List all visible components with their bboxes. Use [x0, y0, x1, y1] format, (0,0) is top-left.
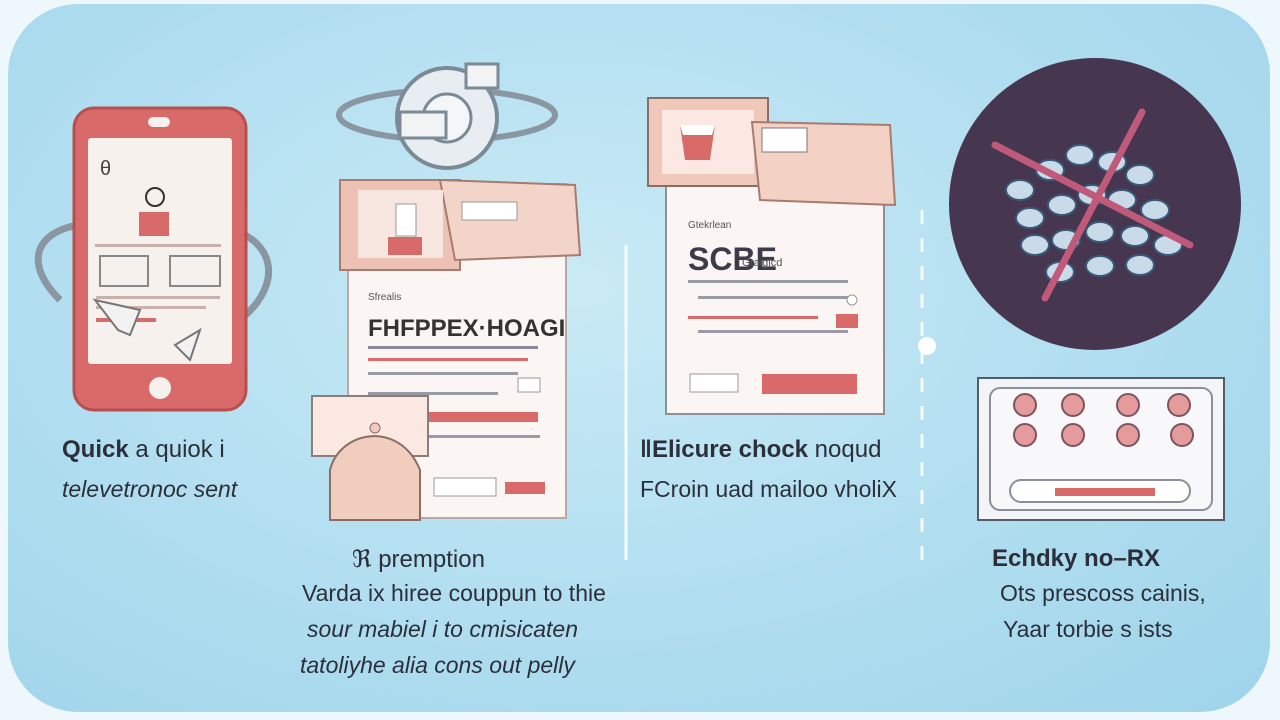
step1-title-rest: a quiok i	[128, 436, 225, 463]
phone-icon: θ	[34, 106, 273, 412]
checkout-heading-small: Gtaigicd	[742, 257, 782, 269]
pills-crossed-icon	[949, 58, 1241, 350]
step3-title: ǁElicure chock noqud	[640, 436, 881, 464]
step3-subtitle: FCroin uad mailoo vholiX	[640, 476, 897, 502]
step2-line1: Varda ix hiree couppun to thie	[302, 580, 606, 606]
divider-dot	[918, 337, 936, 355]
stethoscope-icon	[336, 62, 558, 170]
checkout-form-icon: Gtekrlean SCBE Gtaigicd	[647, 97, 897, 415]
prescription-form-icon: Sfrealis FHFPPEX·HOAGI	[311, 178, 582, 521]
checkout-small-label: Gtekrlean	[688, 220, 731, 231]
form-small-label: Sfrealis	[368, 292, 401, 303]
form-heading: FHFPPEX·HOAGI	[368, 315, 565, 342]
step4-line2: Yaar torbie s ists	[1003, 616, 1173, 642]
pill-pack-icon	[977, 377, 1225, 521]
step4-title: Echdky no–RX	[992, 545, 1161, 572]
step2-line2: sour mabiel i to cmisicaten	[307, 616, 578, 642]
step2-title: ℜ premption	[352, 546, 485, 573]
step1-title-bold: Quick	[62, 436, 129, 463]
step3-title-bold: ǁElicure chock	[640, 436, 809, 463]
step4-line1: Ots prescoss cainis,	[1000, 580, 1206, 606]
step2-line3: tatoliyhe alia cons out pelly	[300, 652, 575, 678]
step3-title-rest: noqud	[808, 436, 882, 463]
checkout-heading: SCBE	[688, 241, 777, 277]
step1-title: Quick a quiok i	[62, 436, 225, 464]
step1-subtitle: televetronoc sent	[62, 476, 238, 502]
svg-text:θ: θ	[100, 158, 111, 180]
